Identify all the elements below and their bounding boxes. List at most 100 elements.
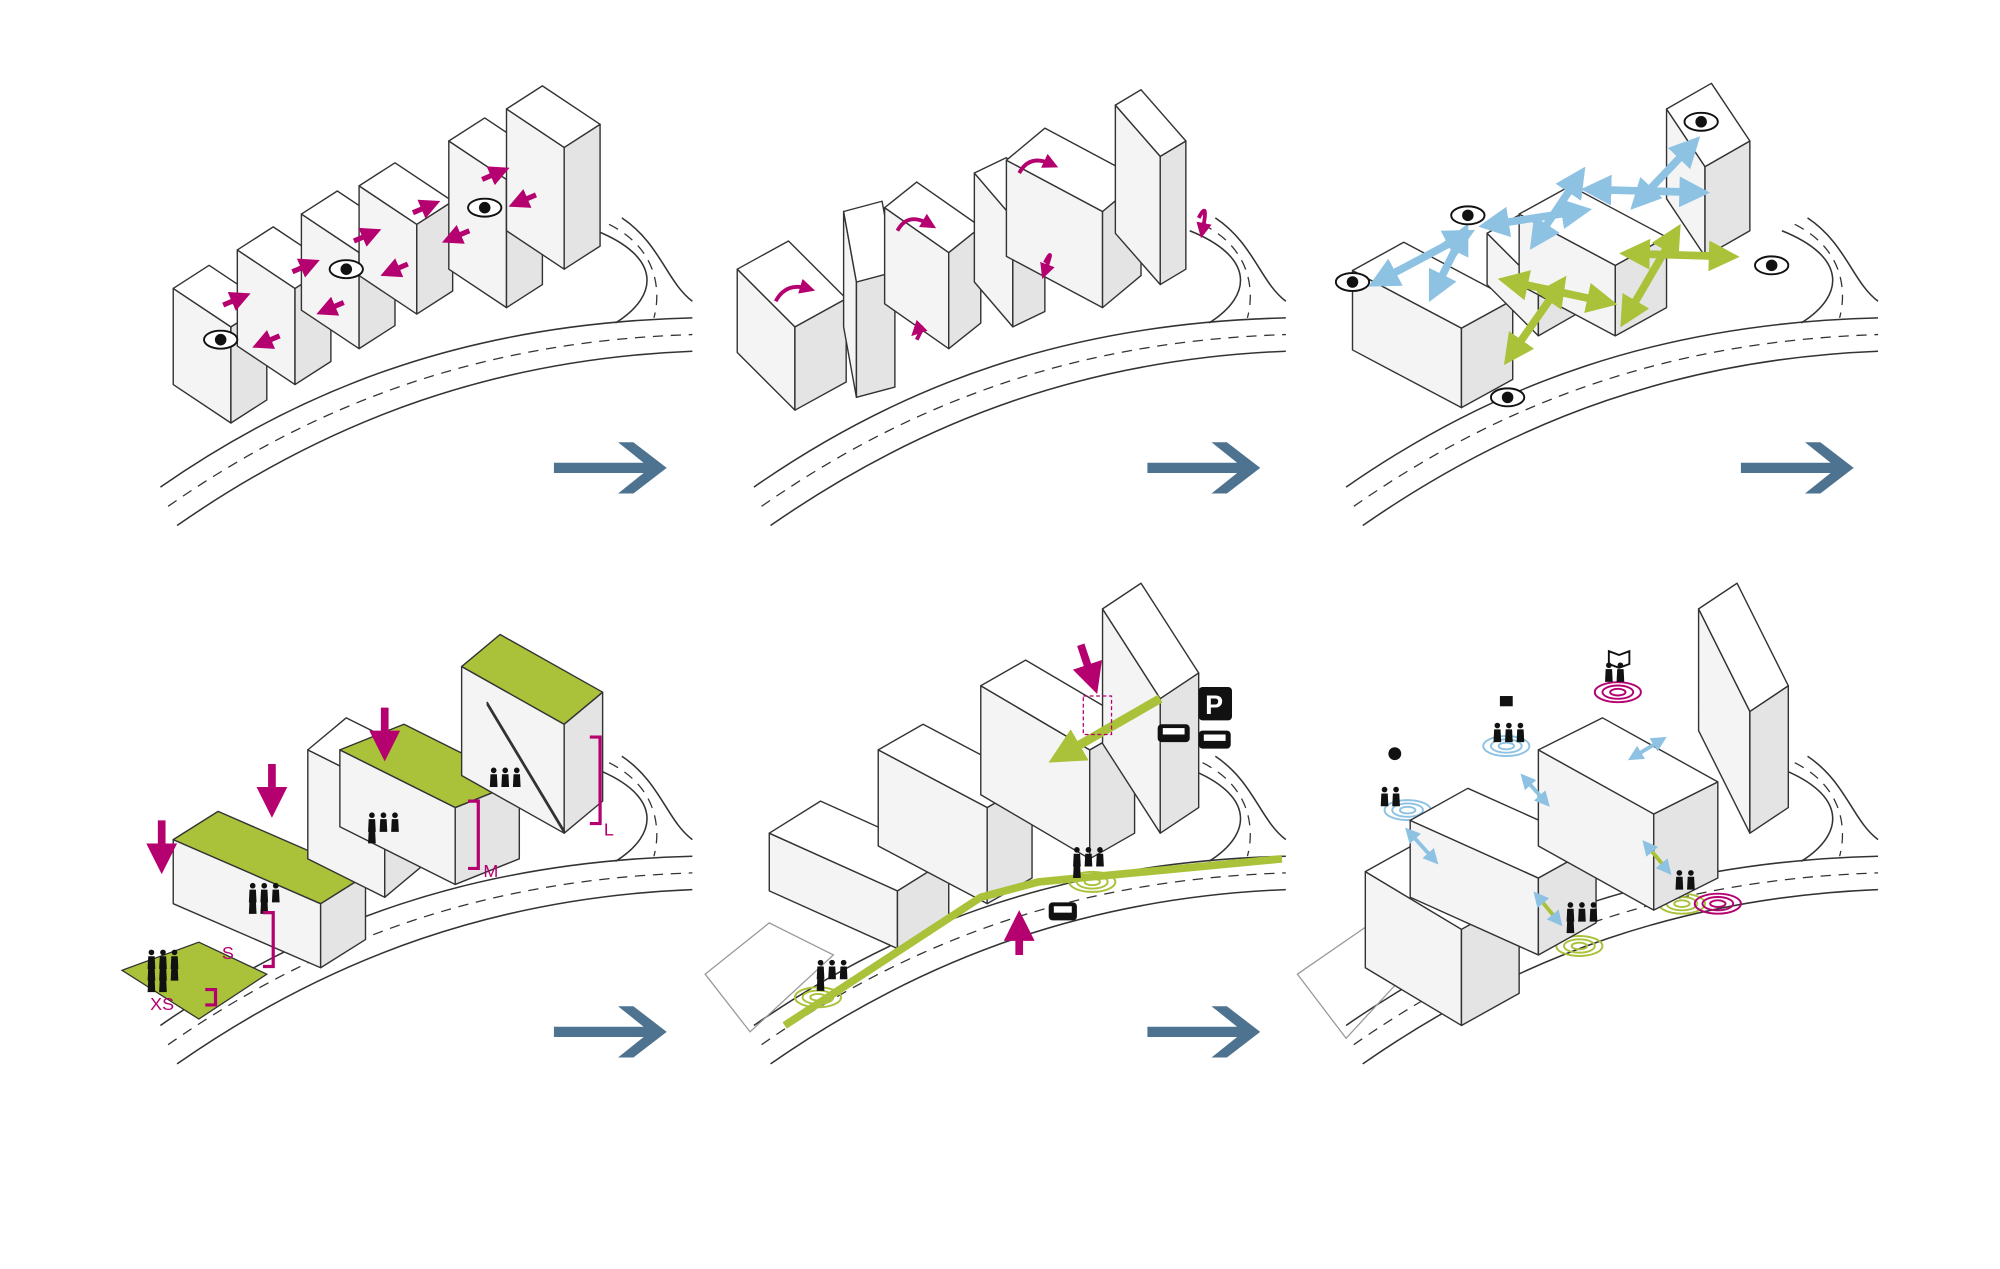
road-edge: [770, 350, 1286, 527]
person-head: [392, 812, 398, 819]
person-head: [249, 882, 256, 889]
side-road-edge: [1214, 755, 1287, 841]
ripple-icon: [1570, 941, 1589, 951]
push-arrow-icon: [352, 227, 382, 247]
people-icon: [1589, 908, 1598, 922]
eye-pupil: [478, 201, 491, 214]
side-road-centerline: [608, 762, 658, 857]
side-road-edge: [1781, 230, 1834, 324]
people-icon: [1073, 865, 1081, 879]
eye-pupil: [1462, 209, 1474, 222]
person-head: [1097, 847, 1103, 853]
side-road-edge: [1781, 768, 1834, 863]
people-icon: [1616, 669, 1625, 682]
scale-label-l: L: [604, 820, 614, 840]
side-road-edge: [595, 230, 648, 324]
connection-arrow-icon: [1503, 275, 1567, 366]
roads-layer: [159, 217, 1879, 1065]
people-icon: [1675, 876, 1684, 890]
view-arrow-icon: [1428, 223, 1469, 303]
eye-pupil: [1765, 259, 1778, 272]
people-icon: [368, 830, 376, 844]
people-icon: [1096, 853, 1104, 867]
rotate-arrow-icon: [1196, 208, 1212, 239]
people-icon: [512, 774, 521, 788]
road-edge: [753, 317, 1286, 488]
road-edge: [176, 888, 693, 1065]
ripple-icon: [1693, 892, 1742, 915]
person-head: [369, 823, 375, 830]
next-step-arrow-icon: [553, 442, 667, 494]
next-step-arrow-icon: [553, 1006, 667, 1058]
lightbulb-icon: [1388, 747, 1402, 761]
people-icon: [379, 819, 388, 832]
person-head: [171, 961, 178, 967]
dropoff-zone: [1082, 695, 1113, 736]
ripple-icon: [1673, 899, 1691, 908]
road-centerline: [167, 333, 693, 507]
scale-label-s: S: [222, 943, 234, 963]
push-arrow-icon: [380, 258, 409, 278]
person-head: [261, 894, 268, 901]
people-icon: [391, 819, 399, 832]
scale-bracket-icon: [205, 987, 218, 1007]
people-icon: [1578, 908, 1586, 922]
people-icon: [839, 966, 848, 980]
annotations-layer: [146, 111, 1854, 1058]
people-icon: [1605, 669, 1613, 682]
site-outline: [704, 922, 835, 1033]
side-road-edge: [1189, 768, 1242, 863]
road-centerline: [167, 872, 693, 1046]
person-head: [1393, 786, 1399, 793]
ripple-icon: [1601, 684, 1635, 700]
person-head: [148, 972, 155, 979]
eye-pupil: [214, 333, 227, 346]
people-icon: [1392, 793, 1400, 807]
push-arrow-icon: [291, 258, 320, 278]
side-road-centerline: [1202, 762, 1251, 857]
interaction-arrow-icon: [1520, 773, 1550, 807]
people-icon: [170, 967, 179, 981]
building-roof: [1114, 89, 1187, 158]
person-head: [148, 961, 155, 967]
interaction-arrow-icon: [1533, 891, 1563, 927]
people-icon: [147, 979, 156, 993]
person-head: [1494, 722, 1501, 729]
view-arrow-icon: [1630, 136, 1701, 210]
building-roof: [736, 240, 847, 328]
book-icon: [1607, 649, 1631, 669]
person-head: [261, 882, 268, 889]
ripple-icon: [1555, 935, 1604, 957]
person-head: [829, 959, 835, 966]
person-head: [1676, 870, 1683, 876]
next-step-arrow-icon: [1740, 442, 1854, 494]
person-head: [1506, 722, 1512, 729]
people-icon: [489, 774, 498, 788]
ripple-icon: [1701, 896, 1735, 912]
building-face-right: [1159, 140, 1187, 286]
parking-sign-letter: P: [1205, 690, 1223, 720]
push-arrow-icon: [481, 166, 510, 186]
truck-icon-window: [1162, 728, 1185, 735]
rotate-arrow-icon: [773, 278, 816, 303]
person-head: [817, 959, 824, 966]
people-icon: [260, 901, 269, 914]
down-arrow-icon: [1072, 643, 1103, 694]
person-head: [1085, 847, 1092, 853]
people-icon: [1566, 920, 1575, 934]
road-centerline: [1353, 333, 1879, 507]
people-icon: [816, 978, 825, 991]
eye-pupil: [1695, 116, 1707, 128]
person-head: [513, 767, 520, 774]
green-roof: [172, 810, 367, 905]
person-head: [272, 882, 279, 889]
ripple-icon: [1609, 687, 1627, 697]
people-icon: [1516, 729, 1525, 743]
push-arrow-icon: [508, 189, 537, 208]
building-roof: [842, 200, 896, 283]
road-edge: [176, 350, 693, 527]
side-road-edge: [1807, 217, 1879, 302]
person-head: [249, 894, 256, 901]
person-head: [1381, 786, 1388, 793]
